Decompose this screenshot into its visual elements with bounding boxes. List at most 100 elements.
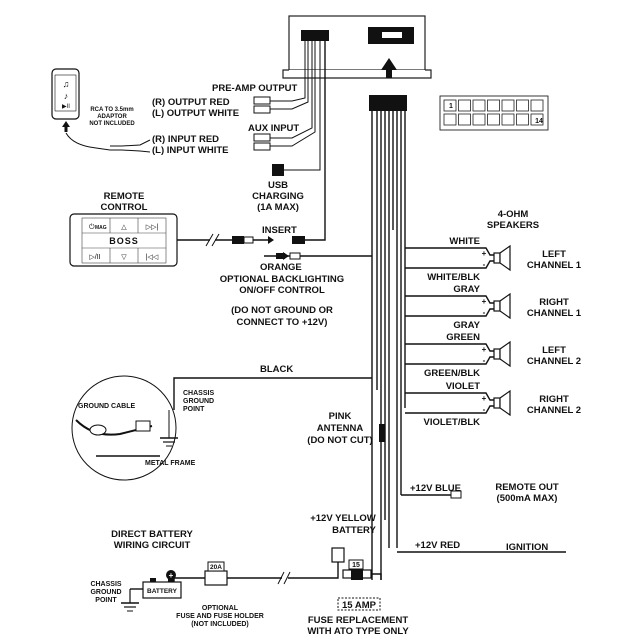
pin-1-label: 1 (449, 103, 453, 110)
speaker-positive-wire (405, 247, 494, 256)
speaker-side-label: RIGHT (539, 297, 569, 308)
connector-pin (458, 99, 471, 112)
antenna-label-1: PINK (329, 411, 352, 422)
speaker-negative-wire (405, 356, 494, 365)
speakers-title-2: SPEAKERS (487, 220, 539, 231)
connector-pin (501, 99, 515, 112)
harness-plug (369, 95, 407, 111)
speaker-positive-wire (405, 343, 494, 352)
usb-plug (272, 164, 284, 176)
antenna-label-2: ANTENNA (317, 423, 364, 434)
insert-arrow-icon (381, 58, 397, 78)
preamp-connector-block (301, 30, 329, 41)
connector-pin (530, 99, 544, 112)
minus-sign: - (483, 308, 486, 317)
adaptor-label-3: NOT INCLUDED (89, 121, 135, 127)
speaker-negative-wire (405, 308, 494, 317)
chassis-label-1: CHASSIS (183, 390, 214, 397)
aux-input-label: AUX INPUT (248, 123, 299, 134)
ground-cable-label: GROUND CABLE (78, 403, 135, 410)
play-pause-icon[interactable]: ▷/II (89, 254, 100, 261)
output-white-label: (L) OUTPUT WHITE (152, 108, 239, 119)
connector-pin (501, 113, 515, 126)
inline-fuse-holder: 15 (331, 547, 382, 580)
plus-sign: + (482, 297, 487, 306)
speaker-negative-label: GRAY (453, 320, 480, 331)
backlight-label-1: OPTIONAL BACKLIGHTING (220, 274, 344, 285)
input-white-label: (L) INPUT WHITE (152, 145, 229, 156)
orange-label: ORANGE (260, 262, 302, 273)
speaker-side-label: LEFT (542, 345, 566, 356)
preamp-cables (253, 41, 326, 241)
prev-icon[interactable]: |◁◁ (146, 254, 159, 261)
svg-text:♪: ♪ (64, 91, 69, 101)
speaker-icon (493, 348, 501, 360)
connector-pin (443, 113, 457, 126)
plus-sign: + (482, 345, 487, 354)
fuse-holder-rating: 15 (352, 562, 360, 569)
optional-fuse-rating-box (207, 561, 225, 572)
power-icon[interactable]: ⏻ (89, 223, 95, 231)
yellow-wire-label-2: BATTERY (332, 525, 376, 536)
speaker-cone-icon (499, 340, 511, 368)
fuse-replacement-2: WITH ATO TYPE ONLY (307, 626, 409, 637)
ground-detail (71, 375, 178, 481)
speaker-side-label: RIGHT (539, 394, 569, 405)
connector-pin (443, 99, 457, 112)
usb-label: USB (268, 180, 288, 191)
connector-pin (530, 113, 544, 126)
antenna-connector (379, 424, 385, 442)
backlight-label-2: ON/OFF CONTROL (239, 285, 325, 296)
speaker-positive-label: VIOLET (446, 381, 481, 392)
adaptor-label-1: RCA TO 3.5mm (90, 107, 133, 113)
down-icon[interactable]: ▽ (121, 254, 127, 261)
speaker-icon (493, 397, 501, 409)
fuse-replacement-1: FUSE REPLACEMENT (308, 615, 408, 626)
remote-mode-button[interactable]: MAG (95, 225, 107, 231)
speaker-negative-label: WHITE/BLK (427, 272, 480, 283)
optional-fuse-rating: 20A (210, 564, 222, 571)
next-icon[interactable]: ▷▷| (146, 224, 159, 231)
connector-pin (472, 99, 486, 112)
speaker-negative-label: GREEN/BLK (424, 368, 480, 379)
battery-circuit-title-1: DIRECT BATTERY (111, 529, 193, 540)
phone-icon: ♫ ♪ ▶II (51, 68, 151, 153)
battery-circuit-title-2: WIRING CIRCUIT (114, 540, 191, 551)
chassis-label-2: GROUND (183, 398, 214, 405)
connector-pin (458, 113, 471, 126)
battery-label: BATTERY (147, 588, 178, 595)
speakers-title-1: 4-OHM (498, 209, 529, 220)
remote-brand: BOSS (109, 236, 139, 246)
svg-text:▶II: ▶II (62, 104, 70, 110)
output-red-label: (R) OUTPUT RED (152, 97, 230, 108)
remote-out-terminal (450, 490, 462, 499)
harness-wires (371, 111, 406, 580)
speaker-negative-label: VIOLET/BLK (424, 417, 481, 428)
battery-box (142, 581, 182, 599)
connector-pin (487, 113, 500, 126)
svg-text:♫: ♫ (63, 79, 70, 89)
fuse-amp-label: 15 AMP (342, 600, 377, 611)
backlight-label-3: (DO NOT GROUND OR (231, 305, 333, 316)
svg-text:+: + (169, 571, 174, 580)
remote-out-label-1: REMOTE OUT (495, 482, 559, 493)
remote-cable (177, 233, 372, 260)
blue-wire-label: +12V BLUE (410, 483, 461, 494)
optional-fuse-holder (204, 570, 228, 586)
minus-sign: - (483, 405, 486, 414)
speaker-icon (493, 252, 501, 264)
backlight-label-4: CONNECT TO +12V) (237, 317, 328, 328)
charging-label: CHARGING (252, 191, 304, 202)
speaker-cone-icon (499, 244, 511, 272)
optional-fuse-label-3: (NOT INCLUDED) (191, 621, 249, 628)
minus-sign: - (483, 260, 486, 269)
remote-label-2: CONTROL (101, 202, 148, 213)
speaker-channel-label: CHANNEL 2 (527, 405, 581, 416)
up-icon[interactable]: △ (121, 224, 127, 231)
plus-sign: + (482, 249, 487, 258)
speaker-positive-label: WHITE (449, 236, 480, 247)
optional-fuse-label-1: OPTIONAL (202, 605, 239, 612)
connector-pin (487, 99, 500, 112)
input-red-label: (R) INPUT RED (152, 134, 219, 145)
